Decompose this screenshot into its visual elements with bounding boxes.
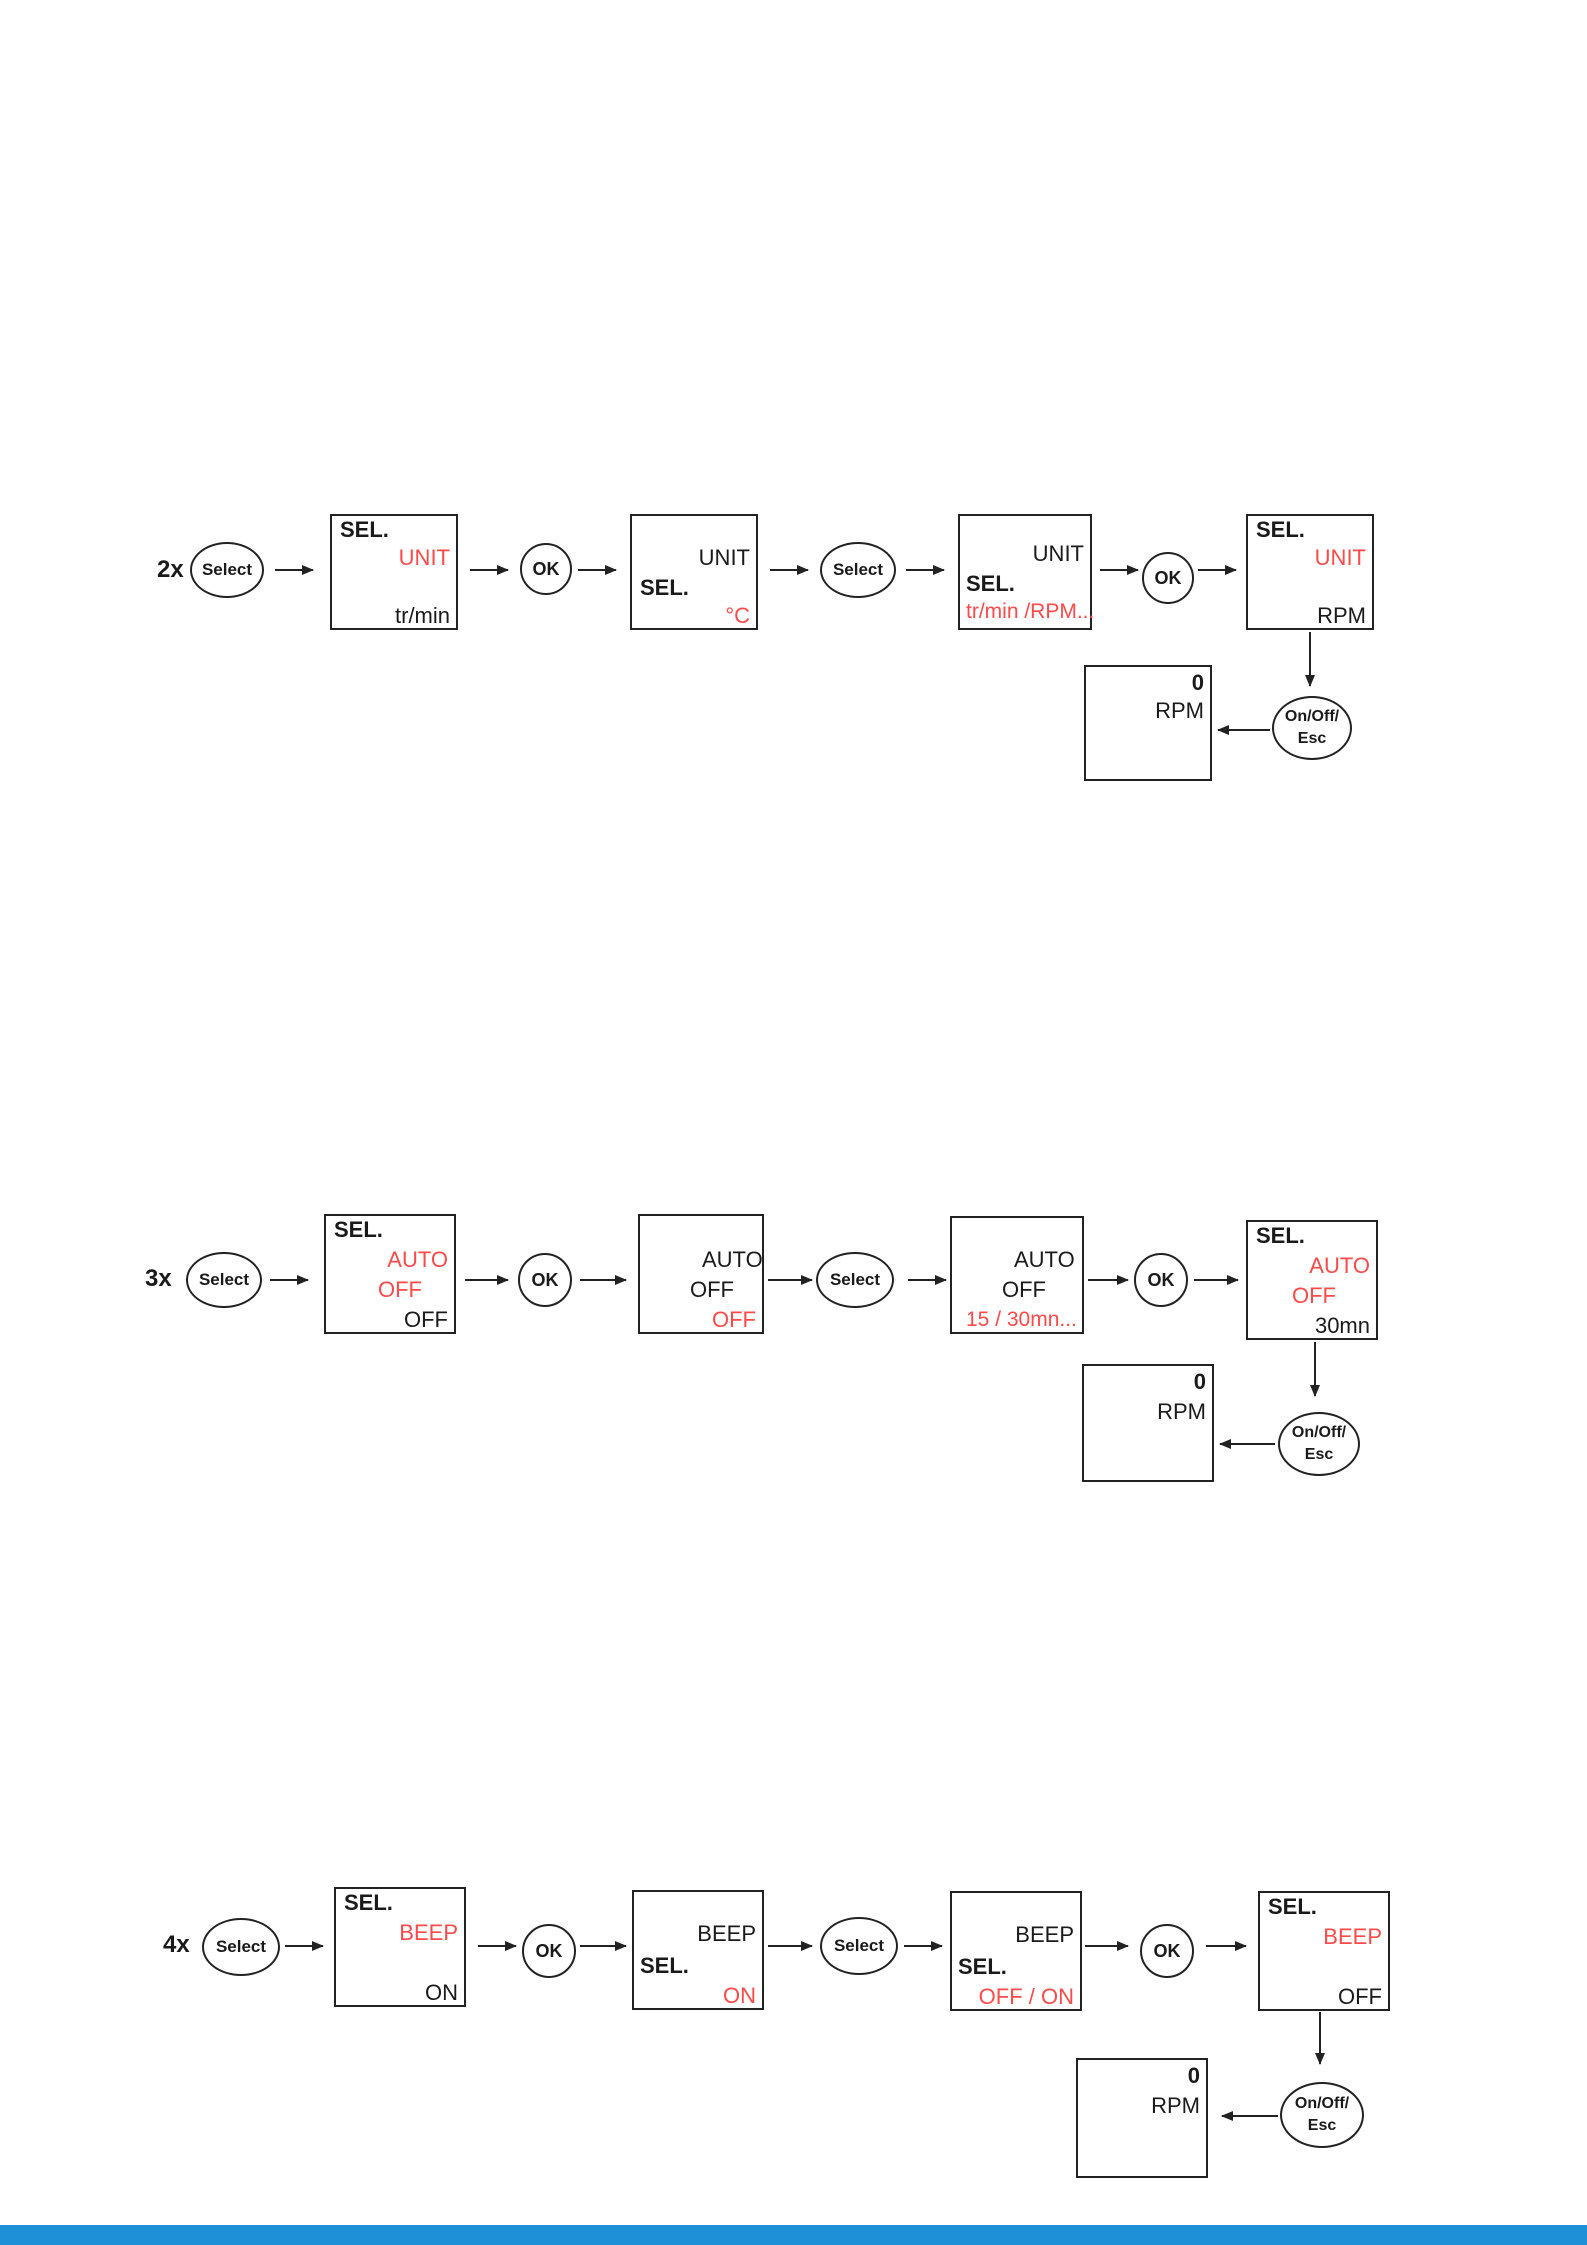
speed-value: 0 bbox=[1187, 2063, 1200, 2088]
menu-title: UNIT bbox=[698, 545, 750, 570]
display-screen: SEL. BEEP OFF bbox=[1258, 1891, 1390, 2011]
press-count-label: 4x bbox=[163, 1931, 190, 1958]
menu-value: OFF bbox=[404, 1307, 448, 1332]
speed-unit: RPM bbox=[1155, 698, 1204, 723]
menu-title: UNIT bbox=[1032, 541, 1084, 566]
menu-value: 15 / 30mn... bbox=[966, 1308, 1077, 1331]
menu-title: AUTO bbox=[1309, 1253, 1370, 1278]
menu-value: ON bbox=[723, 1983, 756, 2008]
sel-label: SEL. bbox=[640, 575, 689, 600]
sel-label: SEL. bbox=[1256, 517, 1305, 542]
menu-title: UNIT bbox=[1314, 545, 1366, 570]
esc-label-line1: On/Off/ bbox=[1284, 708, 1340, 725]
menu-value: OFF / ON bbox=[978, 1984, 1074, 2009]
menu-title: BEEP bbox=[1015, 1922, 1074, 1947]
display-screen: SEL. UNIT tr/min bbox=[330, 514, 458, 630]
sel-label: SEL. bbox=[1268, 1894, 1317, 1919]
press-count-label: 2x bbox=[157, 556, 184, 583]
menu-value: tr/min bbox=[395, 603, 450, 628]
ok-button[interactable]: OK bbox=[518, 1253, 572, 1307]
sel-label: SEL. bbox=[958, 1954, 1007, 1979]
menu-value: OFF bbox=[1338, 1984, 1382, 2009]
menu-title: BEEP bbox=[697, 1921, 756, 1946]
speed-unit: RPM bbox=[1151, 2093, 1200, 2118]
home-screen: 0 RPM bbox=[1076, 2058, 1208, 2178]
sel-label: SEL. bbox=[1256, 1223, 1305, 1248]
menu-value: ON bbox=[425, 1980, 458, 2005]
menu-title: AUTO bbox=[1014, 1247, 1075, 1272]
ok-button[interactable]: OK bbox=[522, 1924, 576, 1978]
menu-sub: OFF bbox=[690, 1277, 734, 1302]
sel-label: SEL. bbox=[640, 1953, 689, 1978]
ok-button[interactable]: OK bbox=[1142, 552, 1194, 604]
display-screen: UNIT SEL. tr/min /RPM... bbox=[958, 514, 1095, 630]
menu-value: 30mn bbox=[1314, 1313, 1370, 1338]
display-screen: AUTO OFF 15 / 30mn... bbox=[950, 1216, 1084, 1334]
ok-button[interactable]: OK bbox=[520, 543, 572, 595]
menu-title: AUTO bbox=[387, 1247, 448, 1272]
on-off-esc-button[interactable]: On/Off/Esc bbox=[1272, 696, 1352, 760]
menu-title: UNIT bbox=[398, 545, 450, 570]
sel-label: SEL. bbox=[334, 1217, 383, 1242]
menu-value: OFF bbox=[712, 1307, 756, 1332]
ok-button[interactable]: OK bbox=[1140, 1924, 1194, 1978]
speed-value: 0 bbox=[1191, 670, 1204, 695]
press-count-label: 3x bbox=[145, 1265, 172, 1292]
menu-sub: OFF bbox=[378, 1277, 422, 1302]
display-screen: AUTO OFF OFF bbox=[638, 1214, 764, 1334]
display-screen: BEEP SEL. OFF / ON bbox=[950, 1891, 1082, 2011]
speed-unit: RPM bbox=[1157, 1399, 1206, 1424]
menu-title: AUTO bbox=[702, 1247, 763, 1272]
menu-value: tr/min /RPM... bbox=[966, 600, 1095, 623]
sel-label: SEL. bbox=[344, 1890, 393, 1915]
select-button[interactable]: Select bbox=[190, 542, 264, 598]
menu-sub: OFF bbox=[1292, 1283, 1336, 1308]
menu-value: RPM bbox=[1317, 603, 1366, 628]
esc-label-line2: Esc bbox=[1307, 2117, 1337, 2134]
select-button[interactable]: Select bbox=[186, 1252, 262, 1308]
menu-sub: OFF bbox=[1002, 1277, 1046, 1302]
sel-label: SEL. bbox=[966, 571, 1015, 596]
esc-label-line1: On/Off/ bbox=[1291, 1424, 1347, 1441]
display-screen: SEL. UNIT RPM bbox=[1246, 514, 1374, 630]
esc-label-line1: On/Off/ bbox=[1294, 2095, 1350, 2112]
menu-value: °C bbox=[725, 603, 750, 628]
menu-title: BEEP bbox=[1323, 1924, 1382, 1949]
sel-label: SEL. bbox=[340, 517, 389, 542]
speed-value: 0 bbox=[1193, 1369, 1206, 1394]
select-button[interactable]: Select bbox=[202, 1918, 280, 1976]
display-screen: UNIT SEL. °C bbox=[630, 514, 758, 630]
footer-bar bbox=[0, 2225, 1587, 2245]
select-button[interactable]: Select bbox=[820, 542, 896, 598]
ok-button[interactable]: OK bbox=[1134, 1253, 1188, 1307]
on-off-esc-button[interactable]: On/Off/Esc bbox=[1280, 2082, 1364, 2148]
select-button[interactable]: Select bbox=[816, 1252, 894, 1308]
display-screen: SEL. AUTO OFF 30mn bbox=[1246, 1220, 1378, 1340]
esc-label-line2: Esc bbox=[1304, 1446, 1334, 1463]
display-screen: BEEP SEL. ON bbox=[632, 1890, 764, 2010]
home-screen: 0 RPM bbox=[1082, 1364, 1214, 1482]
esc-label-line2: Esc bbox=[1297, 730, 1327, 747]
select-button[interactable]: Select bbox=[820, 1917, 898, 1975]
display-screen: SEL. AUTO OFF OFF bbox=[324, 1214, 456, 1334]
display-screen: SEL. BEEP ON bbox=[334, 1887, 466, 2007]
home-screen: 0 RPM bbox=[1084, 665, 1212, 781]
menu-title: BEEP bbox=[399, 1920, 458, 1945]
on-off-esc-button[interactable]: On/Off/Esc bbox=[1278, 1412, 1360, 1476]
